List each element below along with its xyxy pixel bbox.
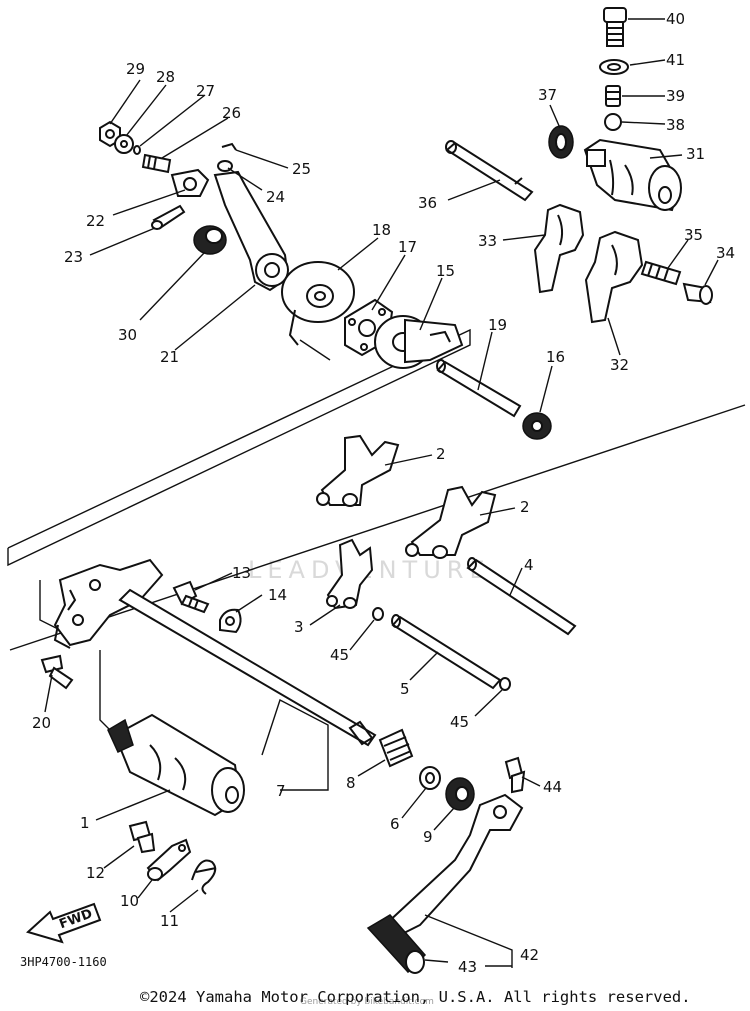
label-20: 20: [32, 714, 51, 732]
label-14: 14: [268, 586, 287, 604]
label-17: 17: [398, 238, 417, 256]
part-41-washer: [599, 59, 629, 75]
part-20-bolt: [40, 654, 74, 690]
label-21: 21: [160, 348, 179, 366]
part-2-shift-fork-lower: [405, 485, 497, 559]
label-5: 5: [400, 680, 410, 698]
part-38-ball: [604, 113, 622, 131]
assembly-guide-lines: [7, 328, 746, 731]
label-9: 9: [423, 828, 433, 846]
label-18: 18: [372, 221, 391, 239]
part-36-shaft: [445, 140, 534, 202]
part-45-clip-upper: [372, 607, 384, 621]
label-10: 10: [120, 892, 139, 910]
label-25: 25: [292, 160, 311, 178]
part-30-spring: [193, 225, 227, 255]
part-31-shift-drum: [583, 138, 682, 212]
label-33: 33: [478, 232, 497, 250]
label-27: 27: [196, 82, 215, 100]
label-2: 2: [520, 498, 530, 516]
part-9-bushing: [445, 777, 475, 811]
part-33-shift-fork: [533, 203, 585, 294]
footer-note: Generated by bikebandit.com: [300, 997, 434, 1007]
part-6-washer: [419, 766, 441, 790]
label-13: 13: [232, 564, 251, 582]
label-45: 45: [450, 713, 469, 731]
label-43: 43: [458, 958, 477, 976]
part-1-shift-drum: [107, 713, 245, 817]
part-15-cam: [374, 315, 464, 369]
part-43-pedal-rubber: [366, 914, 427, 974]
label-45: 45: [330, 646, 349, 664]
label-11: 11: [160, 912, 179, 930]
label-34: 34: [716, 244, 735, 262]
leader-lines: [44, 18, 719, 968]
label-23: 23: [64, 248, 83, 266]
part-34-collar: [682, 282, 713, 305]
label-28: 28: [156, 68, 175, 86]
label-3: 3: [294, 618, 304, 636]
label-6: 6: [390, 815, 400, 833]
label-37: 37: [538, 86, 557, 104]
part-16-washer: [522, 412, 552, 440]
part-44-bolt: [504, 756, 526, 794]
label-42: 42: [520, 946, 539, 964]
label-2: 2: [436, 445, 446, 463]
part-12-bolt: [128, 820, 156, 854]
label-7: 7: [276, 782, 286, 800]
label-19: 19: [488, 316, 507, 334]
label-24: 24: [266, 188, 285, 206]
label-29: 29: [126, 60, 145, 78]
part-10-stopper-lever: [146, 838, 192, 882]
label-39: 39: [666, 87, 685, 105]
part-35-spring: [640, 260, 682, 286]
part-28-washer: [114, 134, 134, 154]
part-32-shift-fork: [584, 230, 644, 324]
label-40: 40: [666, 10, 685, 28]
part-4-shaft: [466, 557, 577, 636]
label-26: 26: [222, 104, 241, 122]
label-16: 16: [546, 348, 565, 366]
label-15: 15: [436, 262, 455, 280]
diagram-code: 3HP4700-1160: [20, 955, 107, 969]
label-31: 31: [686, 145, 705, 163]
label-36: 36: [418, 194, 437, 212]
label-35: 35: [684, 226, 703, 244]
part-3-shift-fork: [326, 538, 374, 610]
part-7-shift-shaft: [53, 558, 377, 747]
label-1: 1: [80, 814, 90, 832]
part-8-spring: [378, 728, 414, 768]
part-2-shift-fork-upper: [316, 434, 400, 507]
part-11-spring: [191, 859, 217, 895]
part-25-clip: [221, 142, 237, 151]
label-8: 8: [346, 774, 356, 792]
label-32: 32: [610, 356, 629, 374]
part-number-labels: 1 2 2 3 4 5 6 7 8 9 10 11 12 13 14 15 16…: [32, 10, 735, 976]
part-21-shift-arm: [213, 170, 290, 292]
part-39-spring: [605, 85, 621, 107]
label-12: 12: [86, 864, 105, 882]
copyright-text: ©2024 Yamaha Motor Corporation, U.S.A. A…: [140, 988, 691, 1006]
part-5-shaft: [391, 614, 502, 690]
part-37-bearing: [548, 125, 574, 159]
label-22: 22: [86, 212, 105, 230]
part-42-shift-pedal: [383, 793, 524, 937]
label-44: 44: [543, 778, 562, 796]
label-38: 38: [666, 116, 685, 134]
label-41: 41: [666, 51, 685, 69]
label-30: 30: [118, 326, 137, 344]
part-45-clip-lower: [499, 677, 511, 691]
part-19-shaft: [436, 359, 522, 418]
part-13-bolt: [172, 580, 210, 614]
part-27-o-ring: [133, 145, 141, 155]
part-23-pin: [151, 204, 186, 230]
part-14-stopper: [219, 608, 242, 634]
part-26-bolt: [141, 153, 172, 174]
label-4: 4: [524, 556, 534, 574]
part-40-bolt: [603, 7, 627, 47]
forward-arrow-icon: FWD: [26, 902, 102, 944]
part-18-plate: [281, 261, 355, 346]
